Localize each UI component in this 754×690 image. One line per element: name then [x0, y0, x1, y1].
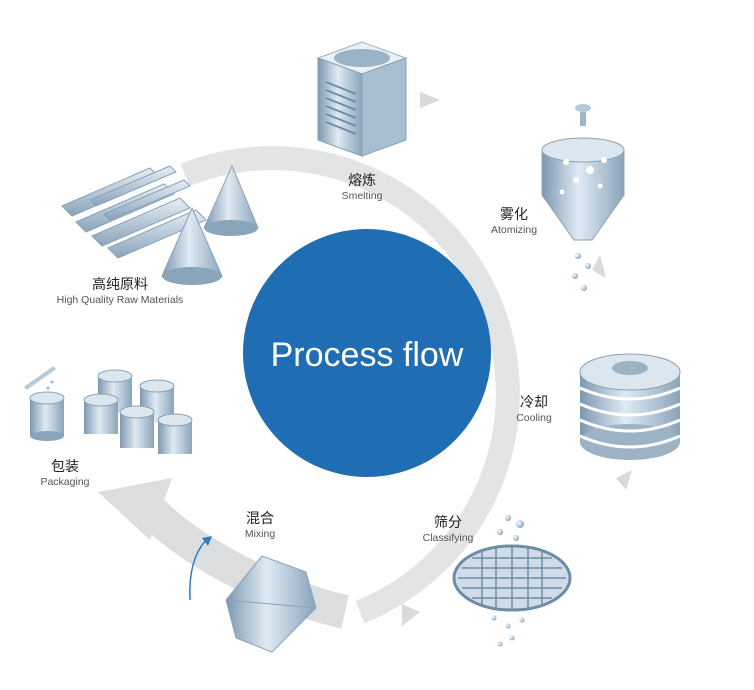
step-packaging-zh: 包装 [51, 459, 79, 475]
step-atomizing: 雾化 Atomizing [474, 206, 554, 237]
smelting-furnace-icon [316, 41, 408, 157]
step-classifying-en: Classifying [422, 532, 474, 544]
mixer-icon [189, 536, 317, 653]
step-raw-materials-zh: 高纯原料 [92, 277, 148, 293]
step-cooling-en: Cooling [516, 412, 552, 424]
step-cooling-zh: 冷却 [520, 395, 548, 411]
packaging-cans-icon [24, 366, 193, 454]
sieve-icon [452, 515, 572, 647]
step-mixing-en: Mixing [244, 528, 276, 540]
step-packaging-en: Packaging [40, 476, 90, 488]
step-classifying: 筛分 Classifying [408, 514, 488, 545]
step-smelting-en: Smelting [341, 190, 383, 202]
process-ring [180, 92, 632, 626]
step-classifying-zh: 筛分 [434, 515, 462, 531]
cooling-coil-icon [579, 353, 681, 460]
step-mixing-zh: 混合 [246, 511, 274, 527]
atomizer-icon [541, 104, 625, 291]
step-raw-materials: 高纯原料 High Quality Raw Materials [30, 276, 210, 307]
center-circle: Process flow [243, 229, 491, 477]
center-title: Process flow [271, 336, 464, 374]
step-cooling: 冷却 Cooling [494, 394, 574, 425]
step-packaging: 包装 Packaging [20, 458, 110, 489]
step-raw-materials-en: High Quality Raw Materials [56, 294, 184, 306]
step-atomizing-en: Atomizing [490, 224, 538, 236]
step-smelting: 熔炼 Smelting [322, 172, 402, 203]
raw-materials-icon [61, 164, 259, 285]
step-atomizing-zh: 雾化 [500, 207, 528, 223]
step-mixing: 混合 Mixing [220, 510, 300, 541]
step-smelting-zh: 熔炼 [348, 173, 376, 189]
